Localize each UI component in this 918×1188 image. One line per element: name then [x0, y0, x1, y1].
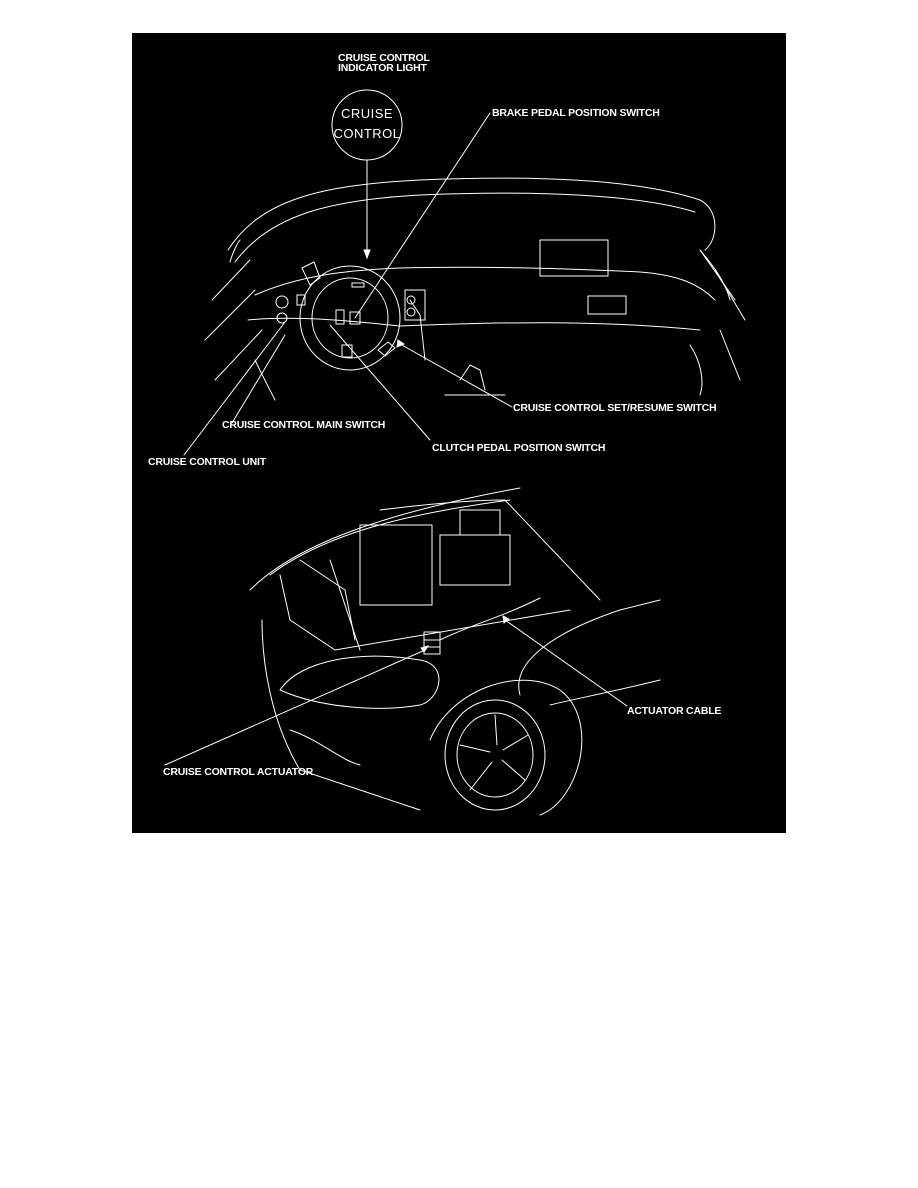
- lamp-text-line2: CONTROL: [333, 126, 401, 141]
- dashboard-illustration: [204, 177, 746, 401]
- label-clutch-pedal-position-switch: CLUTCH PEDAL POSITION SWITCH: [432, 442, 606, 454]
- engine-bay-illustration: [249, 487, 661, 816]
- indicator-light-title: CRUISE CONTROL INDICATOR LIGHT: [338, 52, 430, 74]
- label-cruise-control-actuator: CRUISE CONTROL ACTUATOR: [163, 766, 314, 778]
- label-cruise-control-set-resume-switch: CRUISE CONTROL SET/RESUME SWITCH: [513, 402, 717, 414]
- engine-leader-lines: [164, 615, 628, 766]
- indicator-light-callout: [331, 89, 403, 260]
- label-brake-pedal-position-switch: BRAKE PEDAL POSITION SWITCH: [492, 107, 660, 119]
- indicator-title-line2: INDICATOR LIGHT: [338, 62, 427, 74]
- label-actuator-cable: ACTUATOR CABLE: [627, 705, 722, 717]
- indicator-title-line1: CRUISE CONTROL: [338, 52, 430, 64]
- interior-leader-lines: [183, 112, 513, 456]
- lamp-text-line1: CRUISE: [340, 106, 394, 121]
- label-cruise-control-main-switch: CRUISE CONTROL MAIN SWITCH: [222, 419, 386, 431]
- diagram-panel: [132, 33, 786, 833]
- label-cruise-control-unit: CRUISE CONTROL UNIT: [148, 456, 266, 468]
- indicator-lamp-face: CRUISE CONTROL: [322, 104, 412, 144]
